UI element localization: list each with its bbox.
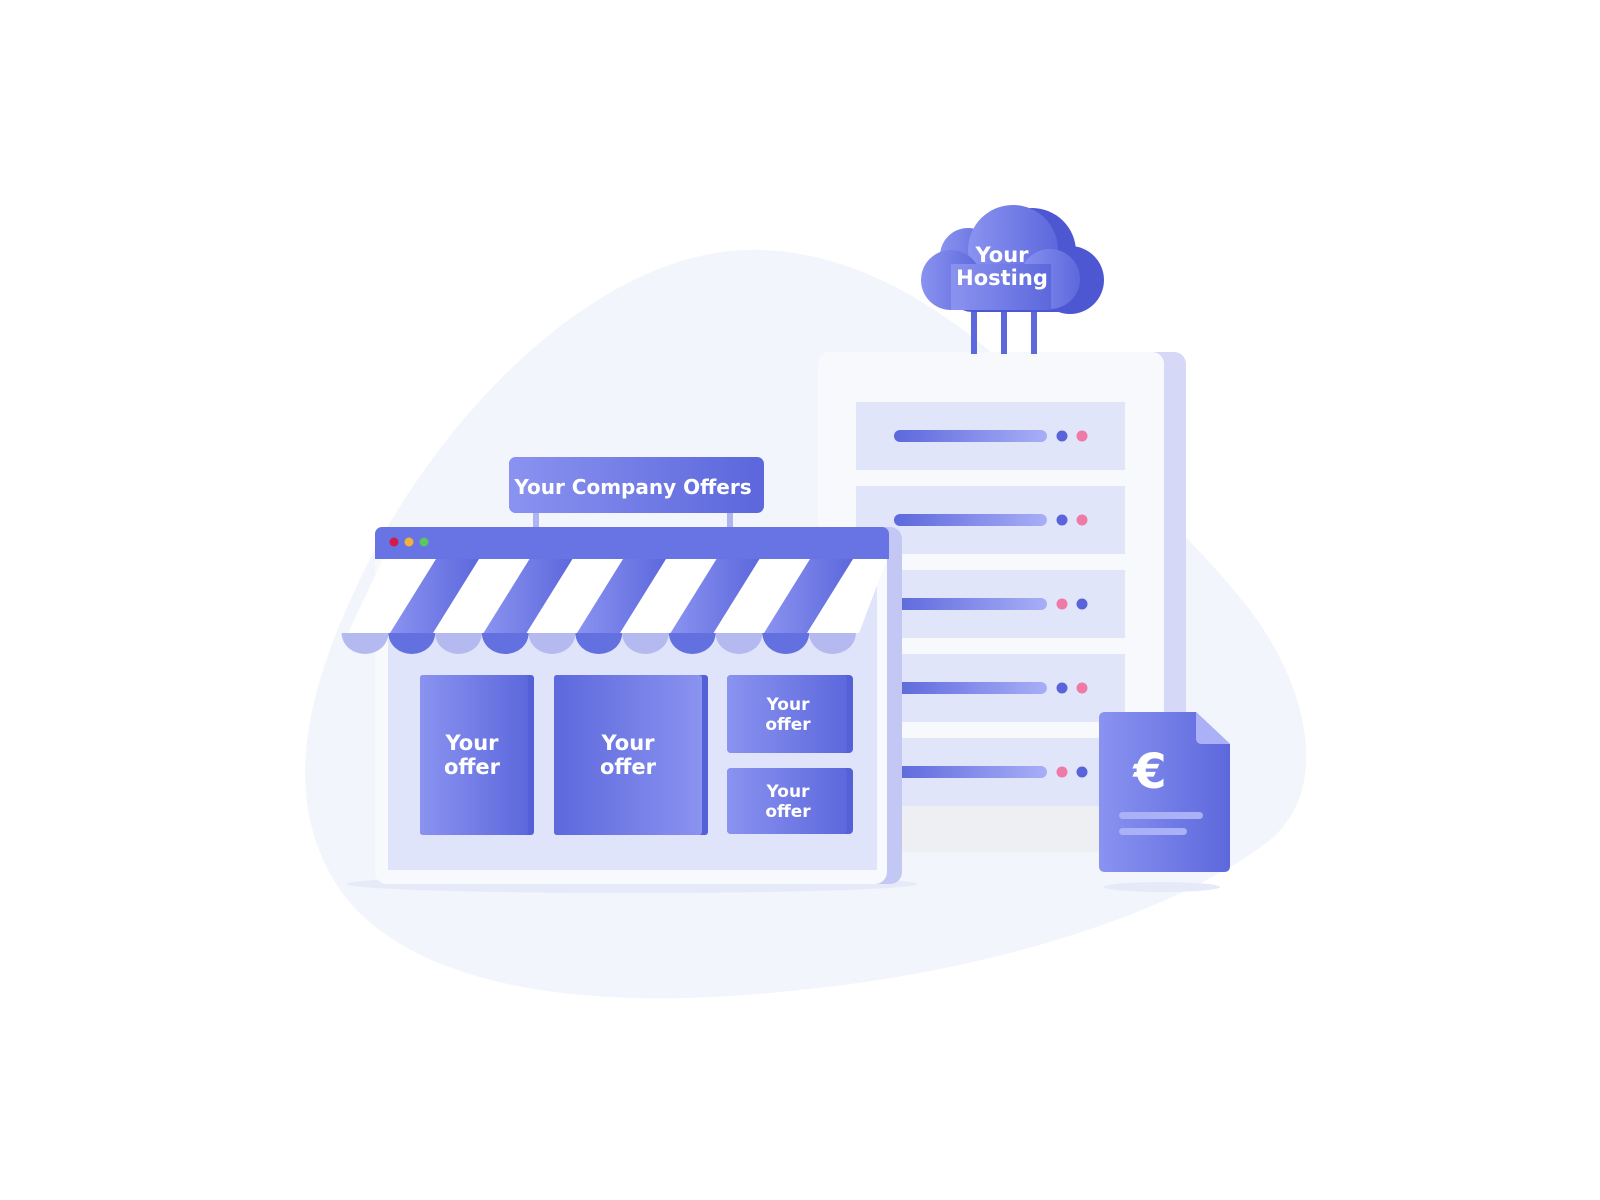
rack-status-light: [1056, 766, 1068, 778]
rack-status-light: [1056, 514, 1068, 526]
close-dot[interactable]: [389, 537, 399, 547]
awning-scallop: [481, 633, 529, 654]
awning-scallop: [668, 633, 716, 654]
offer-tile[interactable]: Your offer: [554, 675, 708, 835]
awning-scallop: [435, 633, 482, 654]
rack-status-bar: [894, 766, 1047, 778]
minimize-dot[interactable]: [404, 537, 414, 547]
rack-status-light: [1076, 682, 1088, 694]
cloud-label-line2: Hosting: [956, 266, 1048, 290]
offer-tile[interactable]: Your offer: [727, 768, 853, 834]
awning-scallop: [575, 633, 623, 654]
offer-label-line1: Your: [766, 782, 811, 802]
rack-status-bar: [894, 682, 1047, 694]
shop-window: Your offer Your offer Your offer Your of…: [341, 527, 917, 893]
offer-label-line1: Your: [444, 731, 499, 755]
offer-label-line2: offer: [765, 802, 811, 822]
invoice-document: €: [1099, 712, 1230, 892]
rack-status-light: [1076, 766, 1088, 778]
page-fold: [1196, 712, 1230, 744]
rack-status-bar: [894, 430, 1047, 442]
invoice-line: [1119, 812, 1203, 819]
awning-stripe: [483, 559, 573, 633]
rack-status-light: [1076, 430, 1088, 442]
euro-icon: €: [1132, 744, 1166, 800]
rack-status-light: [1056, 598, 1068, 610]
offer-label-line2: offer: [444, 755, 501, 779]
awning-stripe: [670, 559, 760, 633]
awning-scallop: [622, 633, 669, 654]
awning-scallop: [762, 633, 810, 654]
awning-stripe: [390, 559, 479, 633]
rack-status-bar: [894, 598, 1047, 610]
cloud-connectors: [971, 310, 1037, 354]
rack-status-light: [1056, 682, 1068, 694]
shop-sign: Your Company Offers: [509, 457, 764, 532]
rack-status-light: [1076, 514, 1088, 526]
invoice-shadow: [1104, 882, 1220, 892]
cloud-icon: Your Hosting: [921, 205, 1104, 314]
rack-status-light: [1056, 430, 1068, 442]
offer-tile[interactable]: Your offer: [727, 675, 853, 753]
cloud-label-line1: Your: [974, 243, 1029, 267]
awning-scallop: [809, 633, 856, 654]
offer-label-line2: offer: [765, 715, 811, 735]
awning-stripe: [764, 559, 853, 633]
awning-scallop: [528, 633, 576, 654]
rack-status-bar: [894, 514, 1047, 526]
offer-label-line1: Your: [766, 695, 811, 715]
invoice-line: [1119, 828, 1187, 835]
maximize-dot[interactable]: [419, 537, 429, 547]
offer-tile[interactable]: Your offer: [420, 675, 534, 835]
sign-post-right: [727, 510, 733, 532]
sign-post-left: [533, 510, 539, 532]
sign-label: Your Company Offers: [513, 475, 751, 499]
awning-scallop: [388, 633, 436, 654]
offer-label-line1: Your: [600, 731, 655, 755]
awning-scallop: [341, 633, 389, 654]
awning-scallop: [715, 633, 763, 654]
offer-label-line2: offer: [600, 755, 657, 779]
awning-stripe: [577, 559, 666, 633]
awning: [341, 559, 887, 654]
rack-status-light: [1076, 598, 1088, 610]
